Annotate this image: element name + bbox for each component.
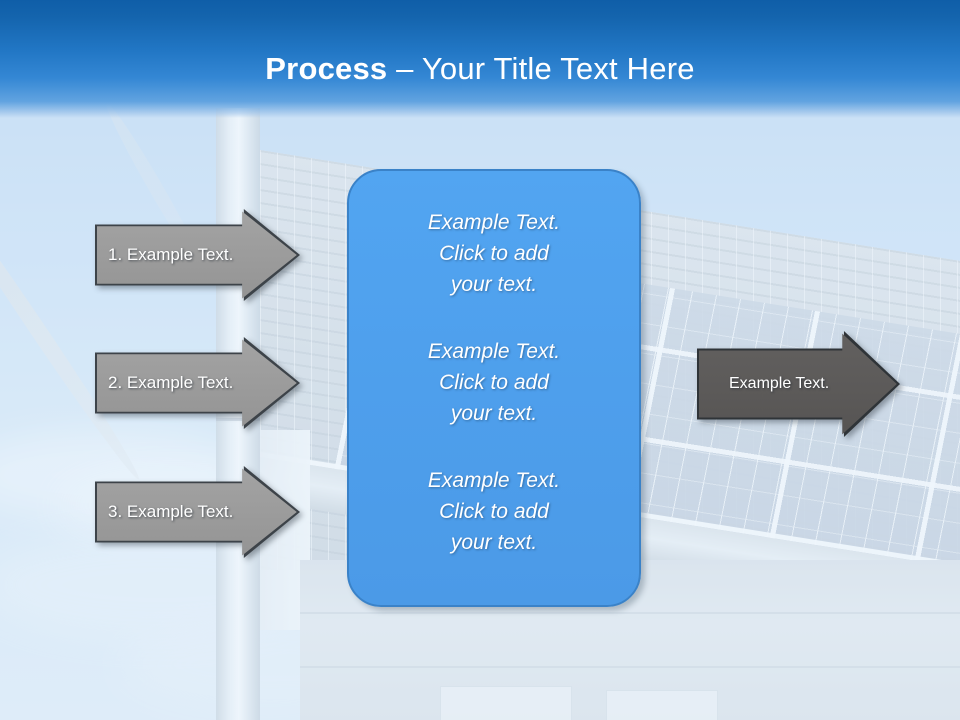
window-shape [440, 686, 572, 720]
page-title-separator: – [387, 51, 422, 86]
window-shape [606, 690, 718, 720]
center-content-panel[interactable]: Example Text. Click to add your text. Ex… [347, 169, 641, 607]
mast-seam [216, 418, 260, 421]
step-arrow-1[interactable]: 1. Example Text. [95, 209, 300, 301]
step-arrow-3-label: 3. Example Text. [108, 502, 234, 521]
output-arrow-label: Example Text. [729, 375, 830, 392]
step-arrow-2-label: 2. Example Text. [108, 373, 234, 392]
step-arrow-1-label: 1. Example Text. [108, 245, 234, 264]
page-title: Process – Your Title Text Here [0, 50, 960, 88]
center-text-block-3[interactable]: Example Text. Click to add your text. [427, 469, 561, 554]
wall-seam [300, 612, 960, 614]
step-arrow-2[interactable]: 2. Example Text. [95, 337, 300, 429]
wall-seam [300, 666, 960, 668]
step-arrow-3[interactable]: 3. Example Text. [95, 466, 300, 558]
page-title-light: Your Title Text Here [421, 51, 695, 86]
center-text-block-2[interactable]: Example Text. Click to add your text. [427, 340, 561, 425]
title-bar: Process – Your Title Text Here [0, 0, 960, 118]
output-arrow[interactable]: Example Text. [697, 331, 900, 437]
page-title-strong: Process [265, 51, 388, 86]
center-text-block-1[interactable]: Example Text. Click to add your text. [427, 211, 561, 296]
